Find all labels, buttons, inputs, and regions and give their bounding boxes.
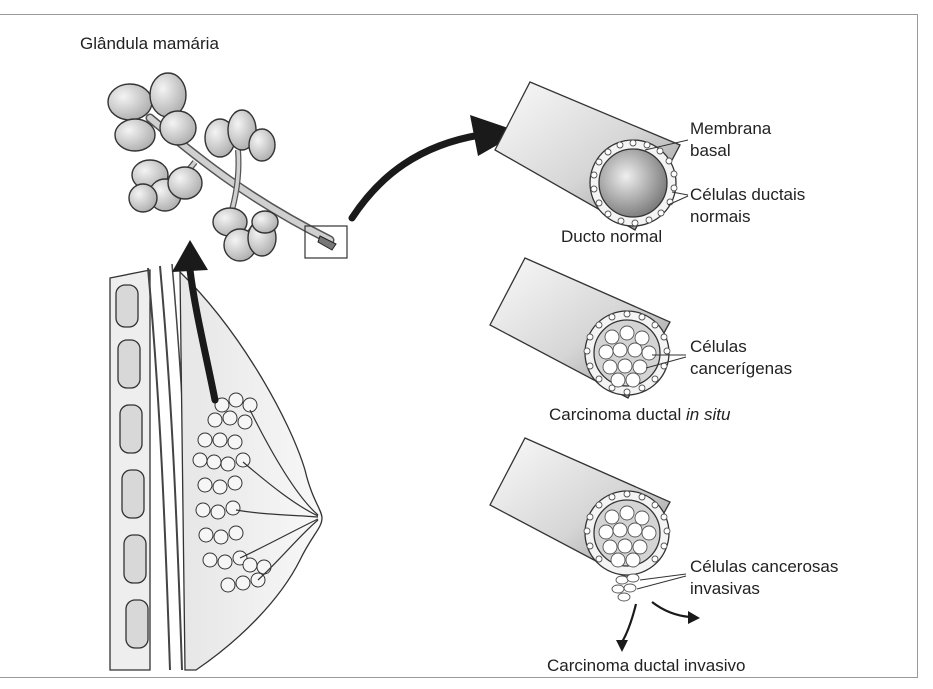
dcis-caption: Carcinoma ductal in situ bbox=[549, 404, 730, 425]
breast-cross-section bbox=[110, 264, 322, 670]
mammary-gland-branch bbox=[108, 73, 330, 261]
invasive-cells-label-line1: Células cancerosas bbox=[690, 556, 838, 577]
dcis-caption-prefix: Carcinoma ductal bbox=[549, 405, 686, 424]
gland-title: Glândula mamária bbox=[80, 33, 219, 54]
normal-cells-label-line1: Células ductais bbox=[690, 184, 805, 205]
invasive-carcinoma-caption: Carcinoma ductal invasivo bbox=[547, 655, 745, 676]
membrane-label-line2: basal bbox=[690, 140, 731, 161]
normal-duct bbox=[495, 82, 688, 230]
invasive-duct bbox=[490, 438, 700, 652]
zoom-arrow bbox=[352, 115, 520, 218]
normal-duct-caption: Ducto normal bbox=[561, 226, 662, 247]
dcis-duct bbox=[490, 258, 686, 398]
normal-cells-label-line2: normais bbox=[690, 206, 750, 227]
membrane-label-line1: Membrana bbox=[690, 118, 771, 139]
cancer-cells-label-line1: Células bbox=[690, 336, 747, 357]
cancer-cells-label-line2: cancerígenas bbox=[690, 358, 792, 379]
dcis-caption-italic: in situ bbox=[686, 405, 730, 424]
invasive-cells-label-line2: invasivas bbox=[690, 578, 760, 599]
